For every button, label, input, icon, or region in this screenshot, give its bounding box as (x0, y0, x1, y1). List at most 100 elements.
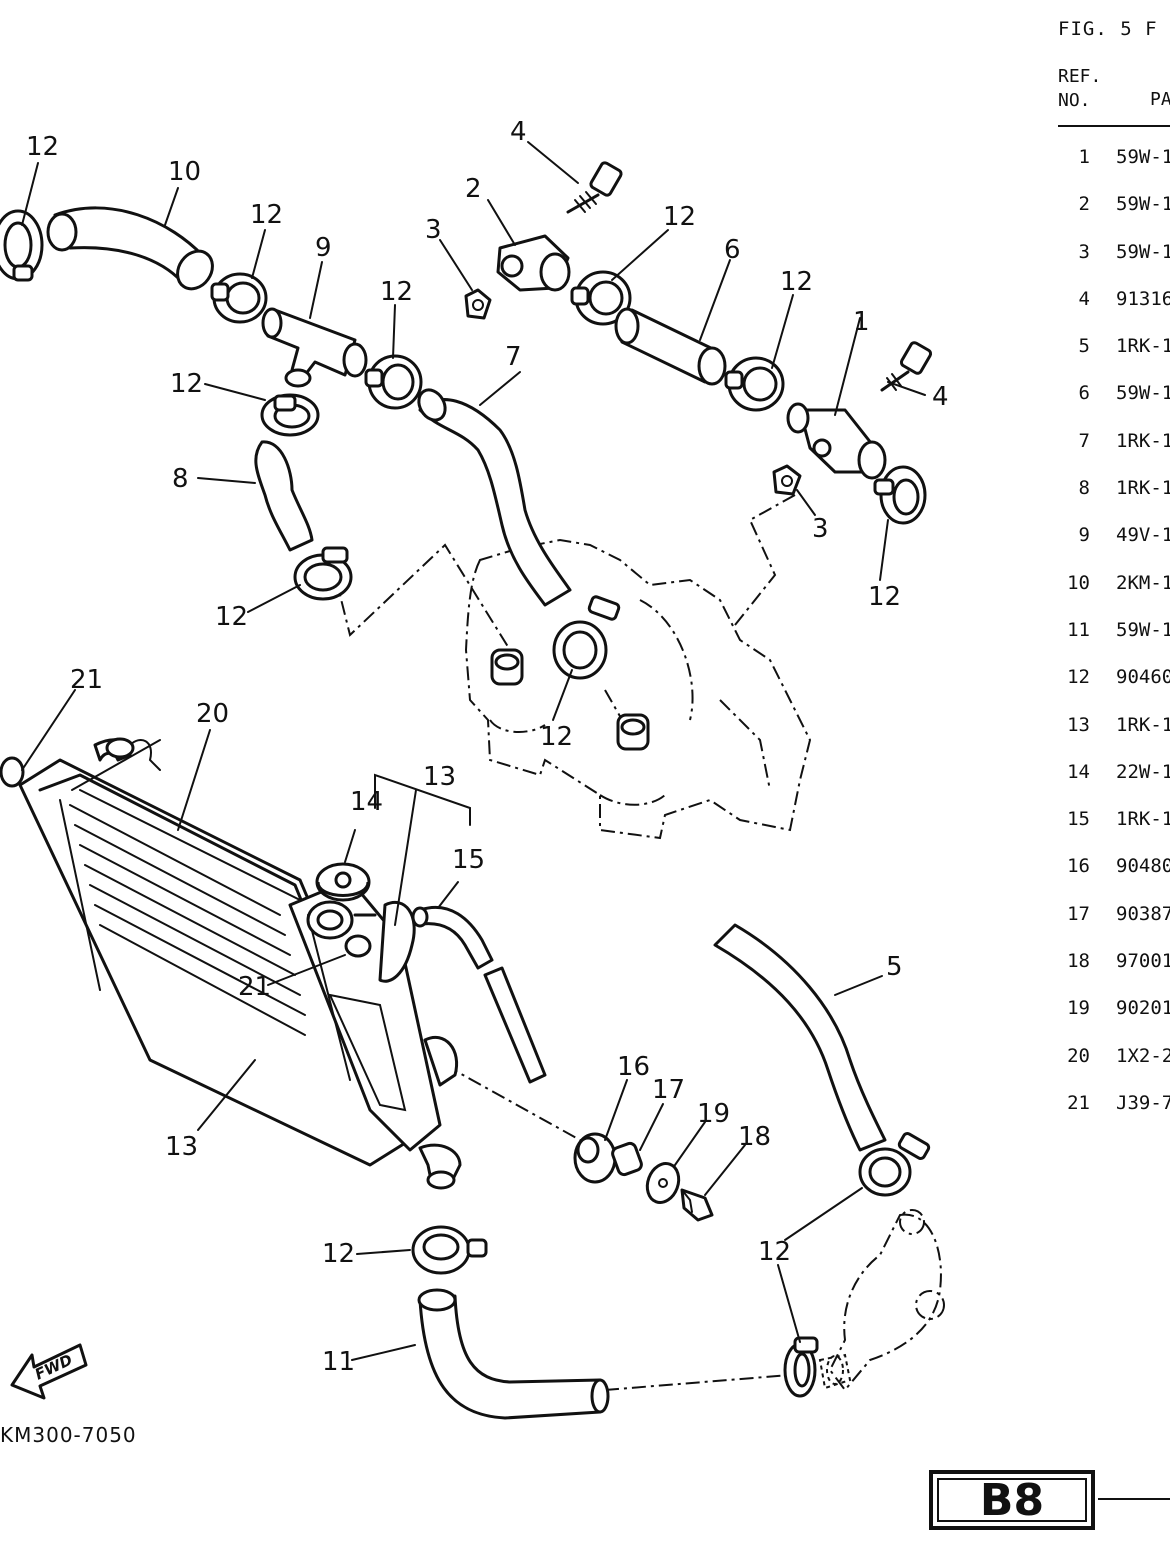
hose-15 (411, 905, 547, 1084)
part-no: 1RK-1 (1116, 335, 1170, 358)
ref-no: 16 (1067, 855, 1090, 878)
part-no-header: PA (1150, 89, 1170, 110)
engine-fitting-left (490, 648, 524, 686)
ref-no: 5 (1078, 335, 1090, 358)
clamp-12c (260, 393, 320, 437)
callout-label: 1 (853, 307, 870, 337)
ref-no: 2 (1078, 193, 1090, 216)
bolt-4a (566, 161, 623, 214)
gasket-3b (772, 464, 802, 496)
callout-label: 3 (425, 215, 442, 245)
clamp-12f (570, 270, 632, 326)
ref-no: 19 (1067, 997, 1090, 1020)
callout-label: 12 (868, 582, 901, 612)
part-no: 1RK-1 (1116, 808, 1170, 831)
part-no: 90480 (1116, 855, 1170, 878)
callout-label: 12 (170, 369, 203, 399)
callout-label: 2 (465, 174, 482, 204)
part-no: 97001 (1116, 950, 1170, 973)
part-no: J39-7 (1116, 1091, 1170, 1114)
part-no: 22W-1 (1116, 760, 1170, 783)
clamp-12h (873, 465, 927, 525)
drawing-code: KM300-7050 (0, 1423, 137, 1447)
callout-label: 21 (238, 972, 271, 1002)
page-tag-frame (937, 1478, 1087, 1522)
callout-label: 20 (196, 699, 229, 729)
figure-title: FIG. 5 F (1058, 18, 1158, 40)
o-ring-21a (0, 756, 25, 788)
clamp-12k (783, 1336, 819, 1398)
callout-label: 12 (26, 132, 59, 162)
engine-fitting-right (616, 713, 650, 751)
table-row: 21 J39-7 (1040, 1086, 1170, 1130)
washer-19 (645, 1162, 681, 1204)
callout-label: 9 (315, 233, 332, 263)
table-row: 11 59W-1 (1040, 613, 1170, 660)
callout-label: 12 (380, 277, 413, 307)
callout-label: 4 (932, 382, 949, 412)
clamp-12b (364, 354, 423, 410)
ref-no: 8 (1078, 477, 1090, 500)
callout-label: 13 (165, 1132, 198, 1162)
callout-labels: 12 10 12 9 12 3 2 4 12 6 12 1 4 12 7 8 1… (26, 117, 949, 1377)
clamp-12e (552, 595, 621, 680)
fitting-1 (786, 402, 887, 480)
tee-joint-9 (261, 307, 368, 388)
clamp-12d (293, 546, 353, 601)
part-no: 59W-1 (1116, 382, 1170, 405)
water-pump-outline (828, 1209, 945, 1392)
bolt-4b (880, 341, 933, 392)
callout-label: 7 (505, 342, 522, 372)
callout-label: 12 (215, 602, 248, 632)
pump-outlet (818, 1353, 852, 1390)
ref-no: 17 (1067, 902, 1090, 925)
ref-no: 13 (1067, 713, 1090, 736)
ref-no: 11 (1067, 618, 1090, 641)
callout-label: 12 (780, 267, 813, 297)
part-no: 2KM-1 (1116, 571, 1170, 594)
part-no: 1RK-1 (1116, 477, 1170, 500)
page-tag-rule (1098, 1498, 1170, 1500)
table-row: 8 1RK-1 (1040, 471, 1170, 518)
ref-no: 7 (1078, 429, 1090, 452)
ref-no: 4 (1078, 287, 1090, 310)
callout-label: 18 (738, 1122, 771, 1152)
callout-label: 21 (70, 665, 103, 695)
callout-label: 8 (172, 464, 189, 494)
callout-label: 17 (652, 1075, 685, 1105)
table-row: 17 90387 (1040, 897, 1170, 944)
ref-no: 14 (1067, 760, 1090, 783)
callout-label: 15 (452, 845, 485, 875)
gasket-3a (464, 288, 492, 320)
ref-no: 21 (1067, 1091, 1090, 1114)
callout-label: 5 (886, 952, 903, 982)
ref-no: 1 (1078, 146, 1090, 168)
part-no: 59W-1 (1116, 618, 1170, 641)
callout-label: 12 (250, 200, 283, 230)
collar-17 (611, 1141, 643, 1177)
part-no: 59W-1 (1116, 240, 1170, 263)
part-no: 90387 (1116, 902, 1170, 925)
hose-10 (46, 206, 214, 291)
hose-11 (417, 1288, 610, 1420)
hose-5 (713, 923, 887, 1152)
callout-label: 4 (510, 117, 527, 147)
engine-outline (464, 538, 812, 840)
callout-label: 12 (322, 1239, 355, 1269)
callout-label: 3 (812, 514, 829, 544)
grommet-16 (573, 1132, 617, 1184)
page-tag: B8 (929, 1470, 1095, 1530)
table-row: 5 1RK-1 (1040, 329, 1170, 376)
fwd-arrow-icon: FWD (10, 1343, 88, 1400)
